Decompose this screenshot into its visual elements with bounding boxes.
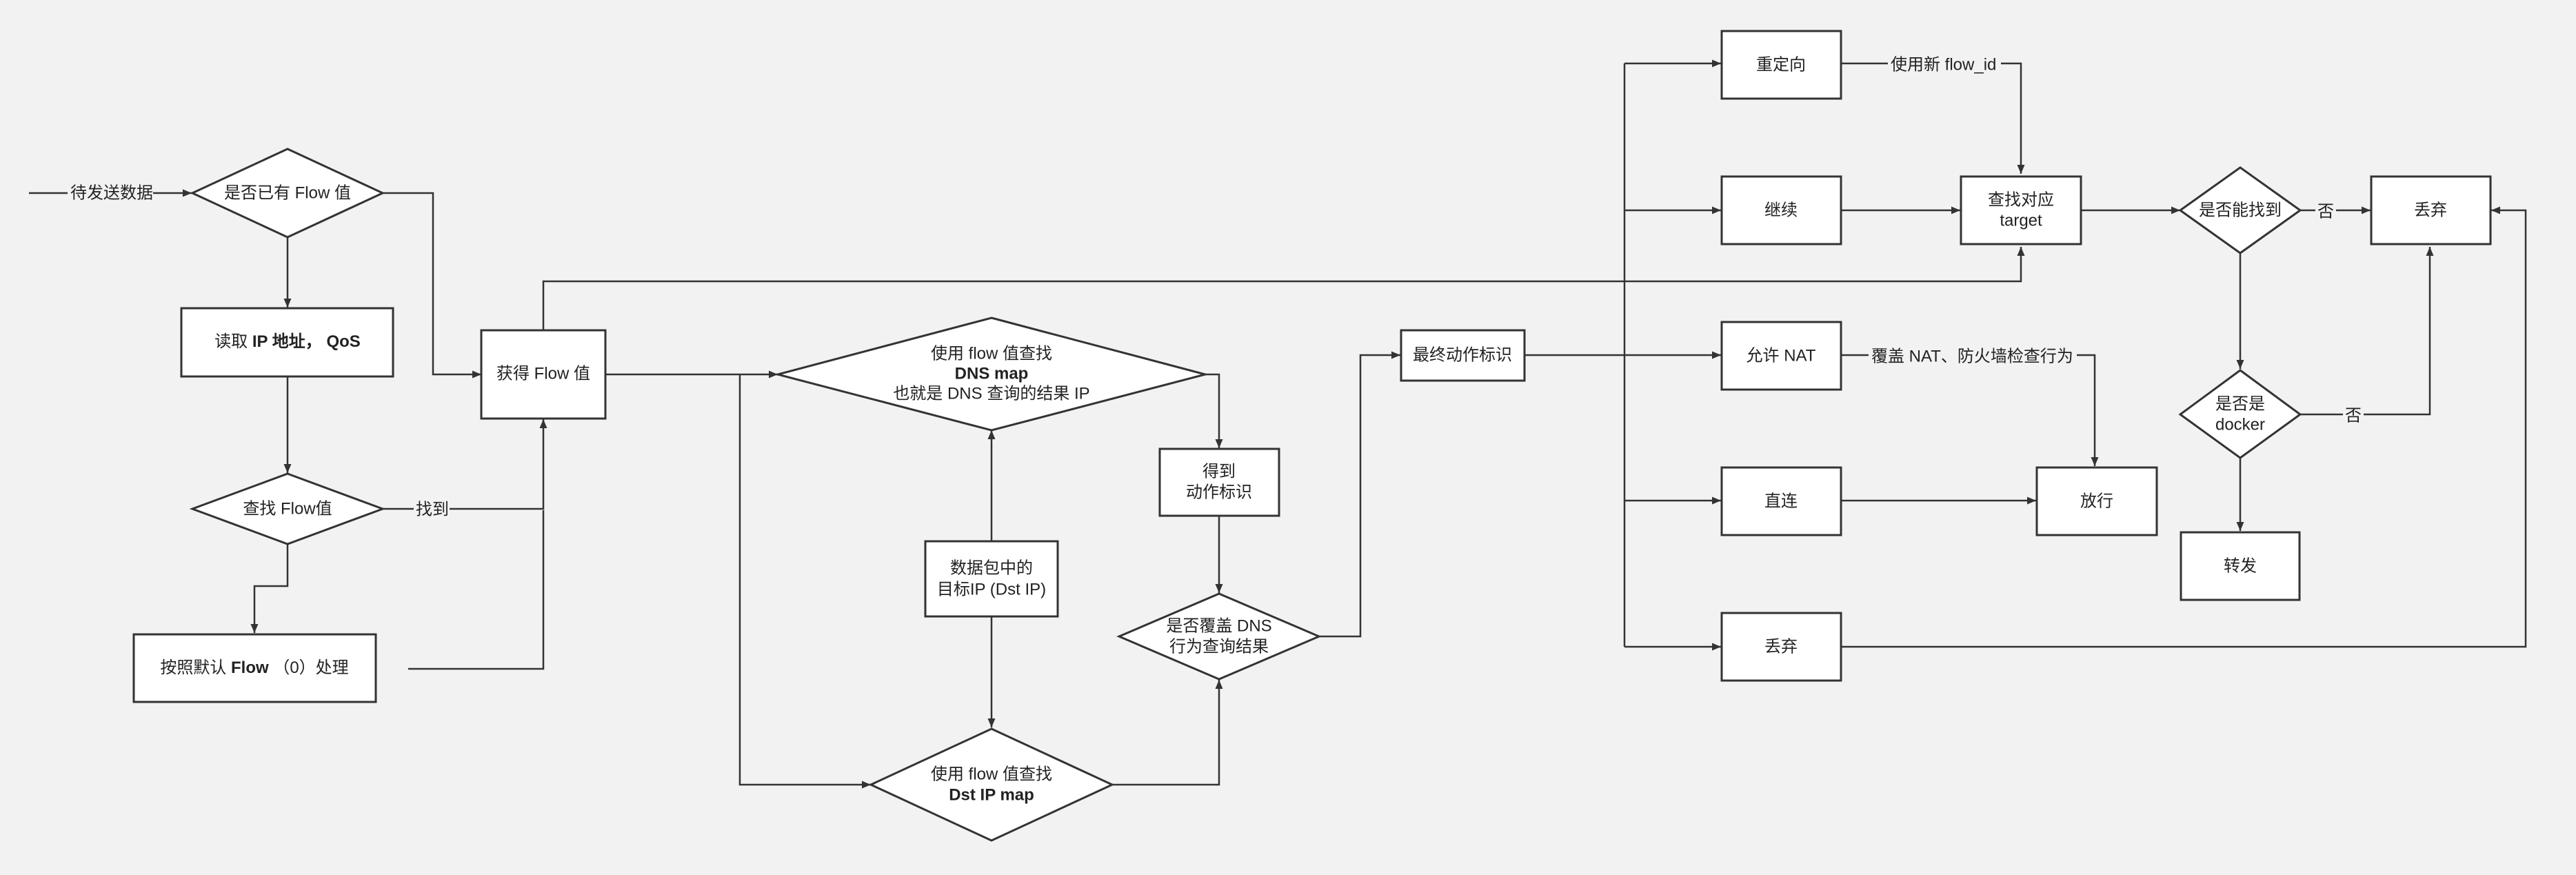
edge-find-flow-to-get-flow: [383, 419, 547, 510]
default-flow-box: [132, 633, 377, 703]
found-label-bg: [414, 499, 450, 520]
edge-drop-to-drop-right: [1841, 206, 2527, 648]
direct-box: [1720, 466, 1842, 536]
dns-lookup-text-2: DNS map: [955, 364, 1029, 383]
read-ip-text-b: IP 地址， QoS: [252, 332, 361, 351]
edge-default-to-get-flow: [408, 510, 545, 670]
allow-nat-box: [1720, 321, 1842, 391]
edge-dns-lookup-to-get-action: [1205, 373, 1223, 448]
get-flow-text: 获得 Flow 值: [496, 364, 590, 383]
edge-redirect-to-find-target: [1841, 62, 2025, 174]
default-flow-text-a: 按照默认: [160, 658, 231, 677]
has-flow-decision: [190, 148, 385, 239]
override-decision: [1116, 592, 1322, 681]
dst-ip-box: [924, 540, 1059, 618]
drop-right-box: [2370, 175, 2492, 245]
edge-get-flow-to-dstip-lookup: [738, 374, 871, 789]
final-action-box: [1400, 329, 1526, 382]
can-find-text: 是否能找到: [2199, 201, 2282, 219]
forward-box: [2180, 531, 2301, 601]
drop-right-text: 丢弃: [2414, 201, 2447, 219]
get-action-text-2: 动作标识: [1186, 483, 1252, 501]
get-action-box: [1158, 447, 1280, 517]
dstip-lookup-decision: [868, 727, 1115, 842]
no-label-2-bg: [2343, 405, 2364, 425]
no-label-1: 否: [2317, 202, 2334, 221]
direct-text: 直连: [1764, 492, 1798, 510]
redirect-box: [1720, 30, 1842, 100]
default-flow-text: 按照默认 Flow （0）处理: [160, 658, 348, 677]
forward-text: 转发: [2224, 556, 2257, 575]
edge-labels: 找到 使用新 flow_id 覆盖 NAT、防火墙检查行为 否 否: [414, 54, 2364, 520]
pass-box: [2035, 466, 2158, 536]
edge-allow-nat-to-pass: [1841, 354, 2099, 466]
found-label: 找到: [416, 500, 449, 519]
is-docker-text-1: 是否是: [2215, 394, 2265, 413]
find-flow-text: 查找 Flow值: [243, 499, 332, 518]
pass-text: 放行: [2080, 492, 2113, 510]
nodes: 待发送数据 是否已有 Flow 值 读取 IP 地址， QoS 查找 Flow值…: [68, 30, 2492, 842]
find-target-text-1: 查找对应: [1988, 190, 2054, 209]
find-target-text-2: target: [2000, 211, 2042, 230]
start-label: 待发送数据: [70, 183, 153, 202]
dstip-lookup-text-1: 使用 flow 值查找: [931, 765, 1052, 783]
no-label-1-bg: [2315, 201, 2336, 221]
dst-ip-text-1: 数据包中的: [950, 559, 1033, 577]
override-nat-label-bg: [1869, 345, 2077, 366]
override-nat-label: 覆盖 NAT、防火墙检查行为: [1871, 347, 2073, 365]
edge-override-to-final: [1319, 351, 1400, 638]
override-text-2: 行为查询结果: [1169, 637, 1269, 656]
allow-nat-text: 允许 NAT: [1747, 346, 1816, 365]
is-docker-decision: [2178, 369, 2302, 459]
has-flow-text: 是否已有 Flow 值: [224, 183, 351, 202]
start-label-bg: [68, 182, 153, 204]
edge-has-flow-to-get-flow: [383, 192, 481, 379]
can-find-decision: [2178, 166, 2302, 254]
drop-left-text: 丢弃: [1764, 637, 1798, 656]
continue-box: [1720, 175, 1842, 245]
read-ip-text-a: 读取: [214, 332, 252, 351]
get-action-text-1: 得到: [1203, 462, 1236, 481]
edge-dstip-lookup-to-override: [1112, 680, 1223, 786]
default-flow-text-c: （0）处理: [269, 658, 349, 677]
new-flow-id-label: 使用新 flow_id: [1891, 55, 1996, 74]
read-ip-text: 读取 IP 地址， QoS: [214, 332, 361, 351]
override-text-1: 是否覆盖 DNS: [1166, 616, 1271, 635]
default-flow-text-b: Flow: [231, 658, 269, 677]
final-action-text: 最终动作标识: [1413, 345, 1512, 364]
edge-get-flow-to-find-target: [542, 247, 2025, 330]
drop-left-box: [1720, 612, 1842, 682]
dst-ip-text-2: 目标IP (Dst IP): [937, 580, 1046, 599]
edge-is-docker-to-drop: [2300, 247, 2434, 416]
is-docker-text-2: docker: [2215, 415, 2265, 434]
edge-find-flow-to-default: [250, 545, 289, 633]
find-flow-decision: [189, 472, 386, 545]
continue-text: 继续: [1764, 201, 1798, 219]
dstip-lookup-text-2: Dst IP map: [949, 785, 1034, 804]
redirect-text: 重定向: [1756, 55, 1806, 74]
find-target-box: [1960, 175, 2082, 245]
new-flow-id-label-bg: [1888, 54, 2001, 74]
dns-lookup-text-3: 也就是 DNS 查询的结果 IP: [893, 384, 1089, 403]
no-label-2: 否: [2345, 406, 2362, 425]
edges: [29, 59, 2527, 789]
read-ip-box: [180, 307, 394, 378]
dns-lookup-decision: [774, 316, 1209, 432]
get-flow-box: [480, 329, 607, 420]
dns-lookup-text-1: 使用 flow 值查找: [931, 344, 1052, 363]
